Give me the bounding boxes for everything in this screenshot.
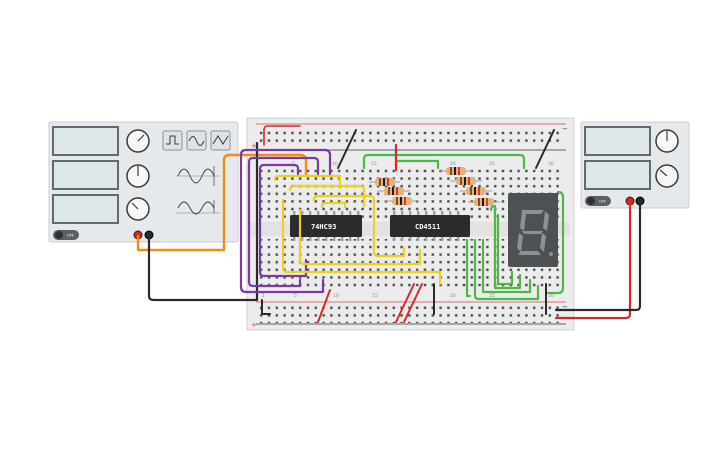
red-wire-left-rail[interactable] [263, 125, 301, 146]
col-num-bottom-30: 30 [548, 293, 554, 299]
yellow-wire-4[interactable] [320, 201, 347, 209]
amplitude-knob[interactable] [126, 164, 150, 188]
offset-knob[interactable] [126, 197, 150, 221]
green-wire-7[interactable] [546, 190, 565, 295]
ps-display-voltage [584, 126, 651, 156]
ps-power-switch[interactable]: OFF [585, 196, 611, 206]
seven-segment-display[interactable] [508, 193, 558, 267]
square-wave-icon[interactable] [162, 130, 183, 151]
green-wire-top[interactable] [362, 153, 526, 170]
decimal-point [549, 252, 553, 256]
top-power-rail-holes[interactable] [256, 128, 561, 146]
ic-cd4511[interactable]: CD4511 [390, 211, 470, 241]
fg-power-switch[interactable]: OFF [53, 230, 79, 240]
green-wire-4[interactable] [481, 238, 532, 294]
fg-display-1 [52, 126, 119, 156]
col-num-top-25: 25 [489, 161, 495, 167]
col-num-top-15: 15 [371, 161, 377, 167]
purple-wire-1[interactable] [239, 148, 332, 294]
black-wire-top-1[interactable] [337, 129, 357, 169]
col-num-bottom-1: 1 [262, 293, 265, 299]
sine-wave-icon[interactable] [186, 130, 207, 151]
col-num-top-10: 10 [332, 161, 338, 167]
chip-label-74hc93: 74HC93 [311, 223, 336, 231]
col-num-top-30: 30 [548, 161, 554, 167]
amplitude-diagram-icon [176, 166, 220, 186]
rail-minus-label-bottom: − [562, 303, 568, 311]
black-wire-fg-ground[interactable] [147, 141, 259, 302]
green-wire-5[interactable] [489, 204, 522, 290]
svg-text:OFF: OFF [67, 234, 74, 238]
rail-minus-label: − [562, 125, 568, 133]
resistor-2[interactable] [377, 187, 410, 195]
yellow-wire-1[interactable] [281, 198, 442, 286]
col-num-top-20: 20 [450, 161, 456, 167]
col-num-bottom-10: 10 [333, 293, 339, 299]
purple-wire-3[interactable] [258, 163, 308, 278]
col-num-bottom-5: 5 [294, 293, 297, 299]
ic-74hc93[interactable]: 74HC93 [290, 211, 362, 241]
black-wire-gnd-3[interactable] [261, 299, 271, 315]
power-supply[interactable]: OFF [580, 121, 690, 209]
resistor-1[interactable] [369, 178, 400, 186]
green-wire-8[interactable] [465, 238, 472, 298]
triangle-wave-icon[interactable] [210, 130, 231, 151]
function-generator[interactable]: OFF [48, 121, 239, 243]
resistor-6[interactable] [460, 187, 492, 195]
resistor-7[interactable] [468, 198, 500, 206]
yellow-wire-3[interactable] [312, 194, 406, 258]
voltage-knob[interactable] [655, 129, 679, 153]
fg-display-3 [52, 194, 119, 224]
fg-display-2 [52, 160, 119, 190]
purple-wire-2[interactable] [247, 156, 320, 288]
rail-plus-label-bottom: + [251, 321, 257, 329]
red-wire-rail-3[interactable] [403, 283, 423, 323]
black-wire-top-2[interactable] [535, 129, 555, 169]
red-wire-ps[interactable] [554, 199, 632, 320]
yellow-wire-2[interactable] [288, 184, 366, 208]
resistor-4[interactable] [440, 167, 472, 175]
col-num-bottom-25: 25 [489, 293, 495, 299]
col-num-bottom-20: 20 [450, 293, 456, 299]
chip-label-cd4511: CD4511 [415, 223, 440, 231]
resistor-bank[interactable] [369, 167, 500, 206]
offset-diagram-icon [176, 200, 220, 215]
green-wire-6[interactable] [496, 213, 514, 286]
black-wire-ps[interactable] [554, 199, 642, 312]
frequency-knob[interactable] [126, 129, 150, 153]
yellow-wire-6[interactable] [273, 174, 342, 190]
yellow-wire-5[interactable] [298, 208, 422, 266]
current-knob[interactable] [655, 164, 679, 188]
red-wire-rail-2[interactable] [395, 283, 415, 323]
col-num-bottom-15: 15 [372, 293, 378, 299]
rail-plus-label: + [251, 142, 257, 150]
resistor-5[interactable] [450, 177, 482, 185]
green-wire-3[interactable] [473, 238, 540, 301]
red-wire-rail-1[interactable] [317, 289, 331, 323]
svg-text:OFF: OFF [599, 200, 606, 204]
ps-display-current [584, 160, 651, 190]
resistor-3[interactable] [385, 197, 418, 205]
